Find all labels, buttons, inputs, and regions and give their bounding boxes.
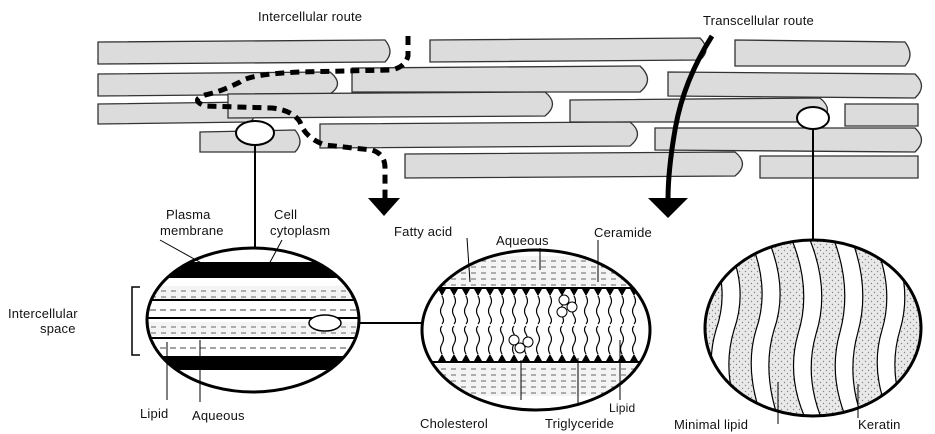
lipid-label-left: Lipid bbox=[140, 406, 168, 421]
intercellular-space-label-1: Intercellular bbox=[8, 306, 78, 321]
minimal-lipid-label: Minimal lipid bbox=[674, 417, 748, 432]
ceramide-label: Ceramide bbox=[594, 225, 652, 240]
intercellular-route-arrowhead bbox=[368, 198, 400, 216]
right-magnifier-circle bbox=[797, 107, 829, 129]
plasma-membrane-label-1: Plasma bbox=[166, 207, 211, 222]
cell-cytoplasm-label-1: Cell bbox=[274, 207, 297, 222]
intercellular-space-label-2: space bbox=[40, 321, 76, 336]
aqueous-label-left: Aqueous bbox=[192, 408, 245, 423]
intercellular-route-label: Intercellular route bbox=[258, 9, 362, 24]
triglyceride-label: Triglyceride bbox=[545, 416, 614, 431]
lipid-bilayer-detail bbox=[420, 248, 652, 414]
intercellular-space-detail bbox=[140, 240, 370, 400]
stratum-corneum-cells bbox=[98, 38, 922, 178]
plasma-membrane-label-2: membrane bbox=[160, 223, 224, 238]
left-magnifier-circle bbox=[236, 121, 274, 145]
aqueous-label-middle: Aqueous bbox=[496, 233, 549, 248]
intercellular-space-bracket bbox=[132, 287, 140, 355]
cholesterol-label: Cholesterol bbox=[420, 416, 488, 431]
transcellular-route-arrowhead bbox=[648, 198, 688, 218]
lipid-label-middle: Lipid bbox=[609, 401, 635, 415]
keratin-detail bbox=[700, 236, 926, 420]
transcellular-route-label: Transcellular route bbox=[703, 13, 814, 28]
fatty-acid-label: Fatty acid bbox=[394, 224, 452, 239]
keratin-label: Keratin bbox=[858, 417, 901, 432]
cell-cytoplasm-label-2: cytoplasm bbox=[270, 223, 330, 238]
